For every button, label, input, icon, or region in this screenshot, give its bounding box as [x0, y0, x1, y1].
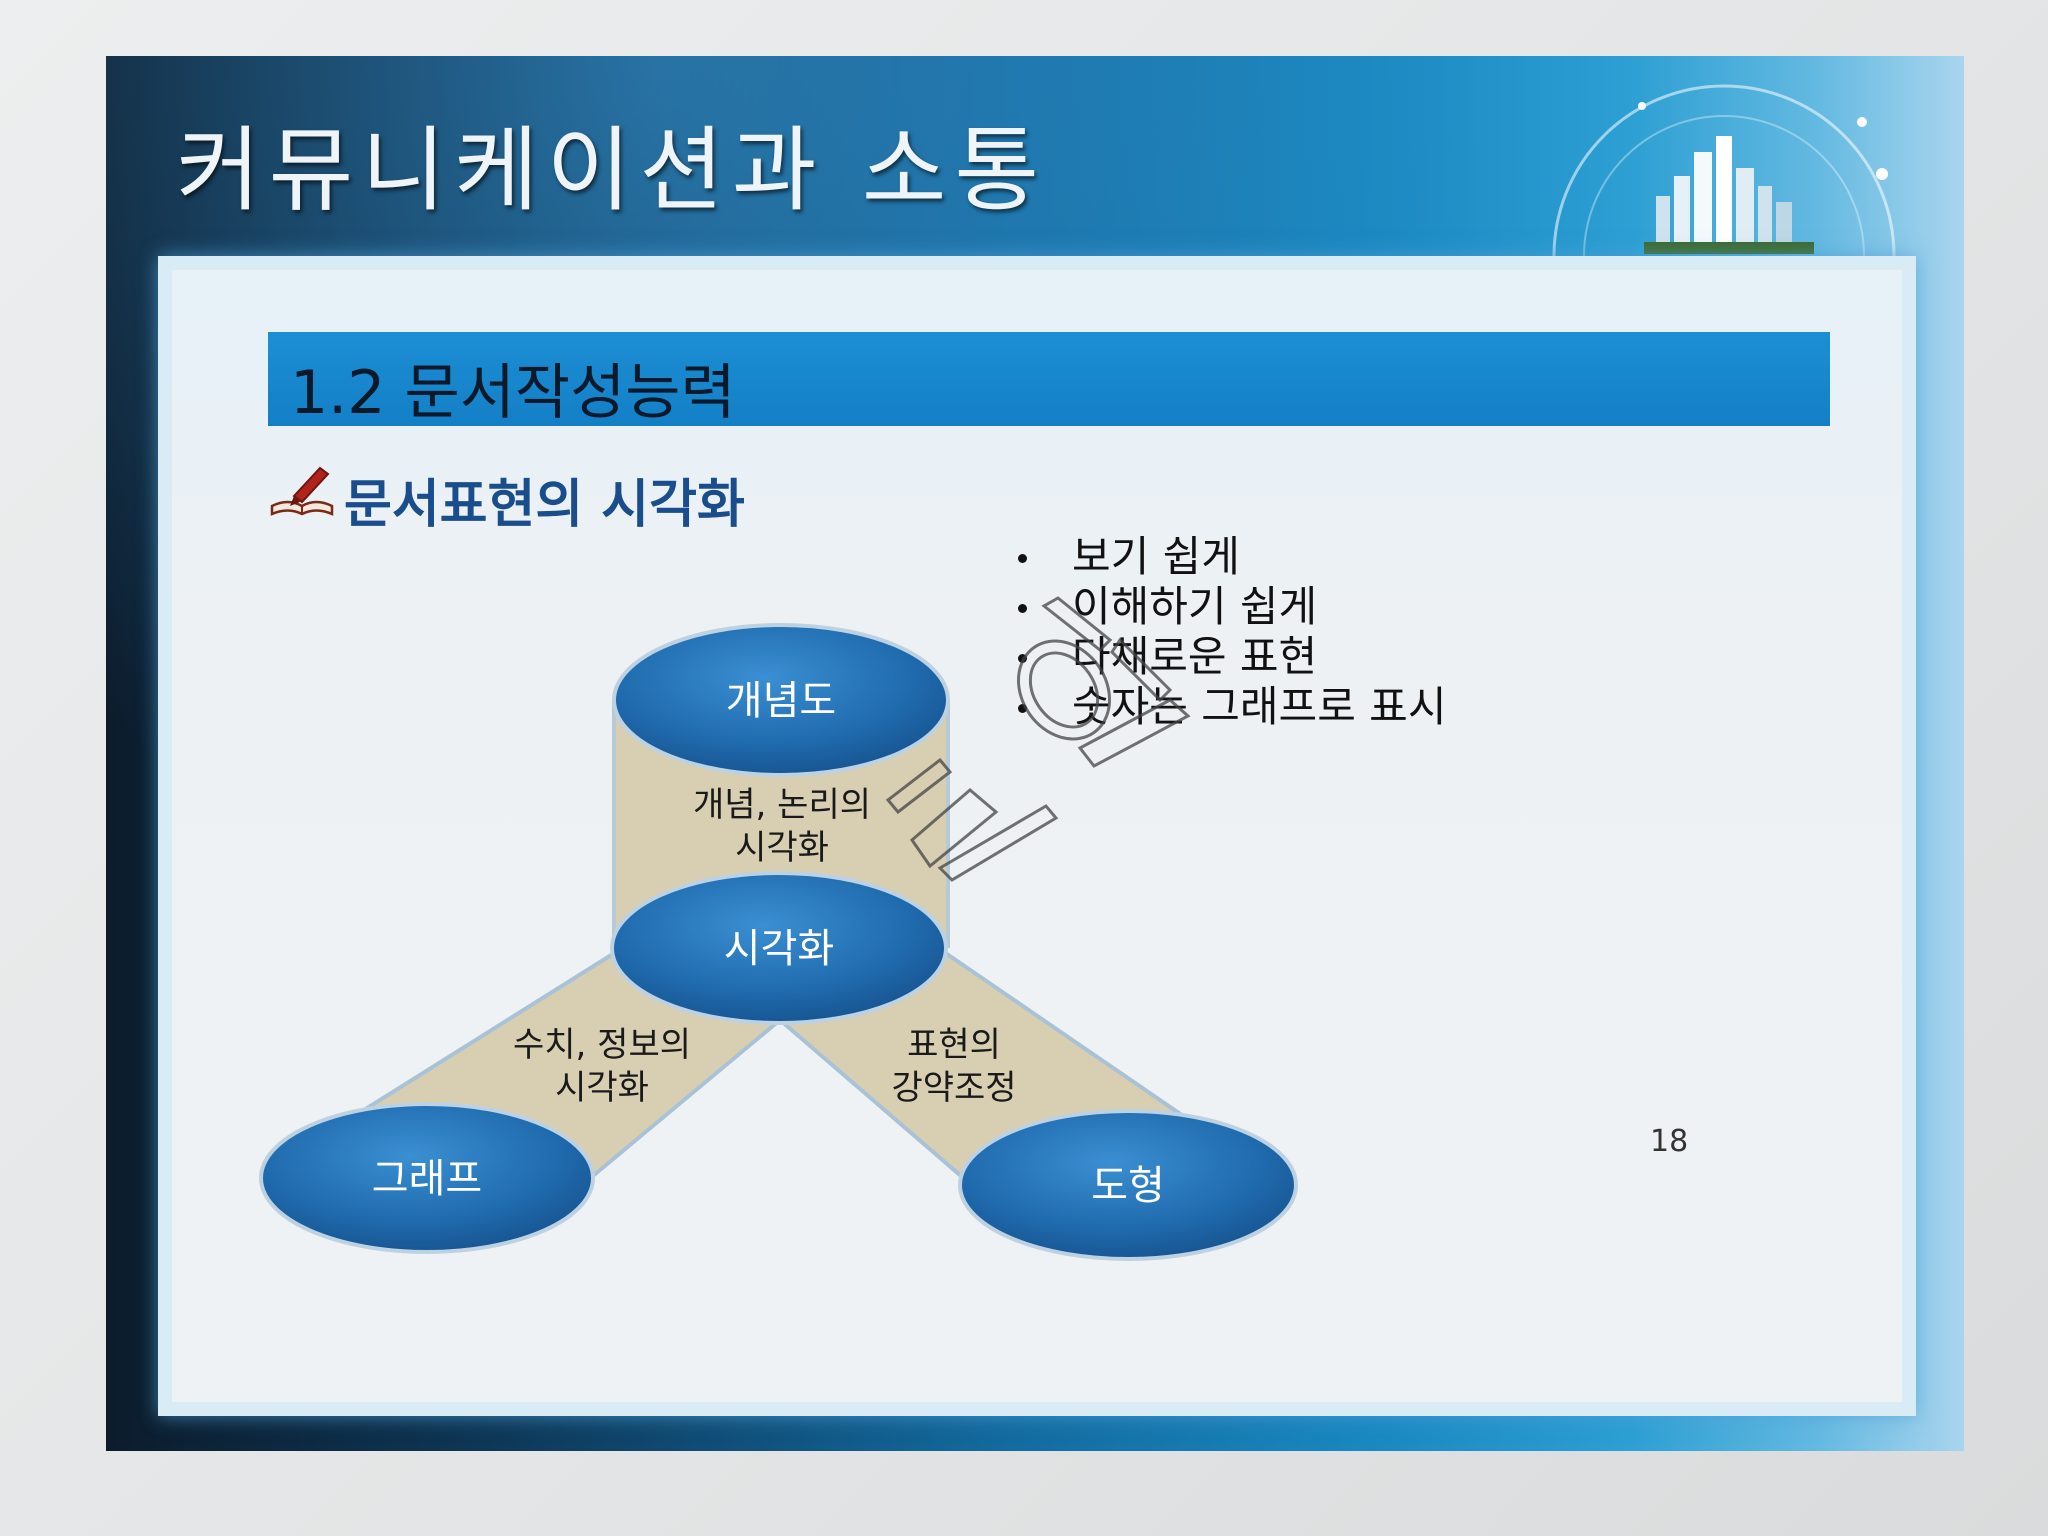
slide-title: 커뮤니케이션과 소통: [176, 117, 1048, 224]
node-visualization: 시각화: [610, 871, 948, 1025]
page-number: 18: [1650, 1124, 1689, 1159]
node-concept-map-label: 개념도: [726, 678, 836, 724]
node-graph-label: 그래프: [372, 1156, 482, 1202]
section-title: 1.2 문서작성능력: [290, 358, 736, 428]
node-shape-label: 도형: [1091, 1163, 1165, 1209]
node-concept-map: 개념도: [612, 623, 950, 777]
connector-right-label-2: 강약조정: [891, 1068, 1016, 1108]
connector-vertical-label-2: 시각화: [735, 828, 829, 868]
city-globe-icon: [1552, 84, 1896, 256]
subheading: 문서표현의 시각화: [344, 475, 745, 535]
connector-right-label-1: 표현의: [907, 1025, 1001, 1065]
connector-left-label-1: 수치, 정보의: [513, 1025, 691, 1065]
node-visualization-label: 시각화: [724, 926, 834, 972]
connector-vertical-label-1: 개념, 논리의: [693, 785, 871, 825]
bullet-item: 보기 쉽게: [1010, 532, 1446, 582]
bullet-item: 다채로운 표현: [1010, 632, 1446, 682]
node-graph: 그래프: [259, 1102, 595, 1254]
book-pen-icon: [270, 466, 334, 516]
bullet-item: 숫자는 그래프로 표시: [1010, 682, 1446, 732]
bullet-list: 보기 쉽게 이해하기 쉽게 다채로운 표현 숫자는 그래프로 표시: [1010, 532, 1446, 732]
node-shape: 도형: [958, 1109, 1298, 1261]
bullet-item: 이해하기 쉽게: [1010, 582, 1446, 632]
connector-left-label-2: 시각화: [555, 1068, 649, 1108]
section-bar: 1.2 문서작성능력: [268, 332, 1830, 428]
